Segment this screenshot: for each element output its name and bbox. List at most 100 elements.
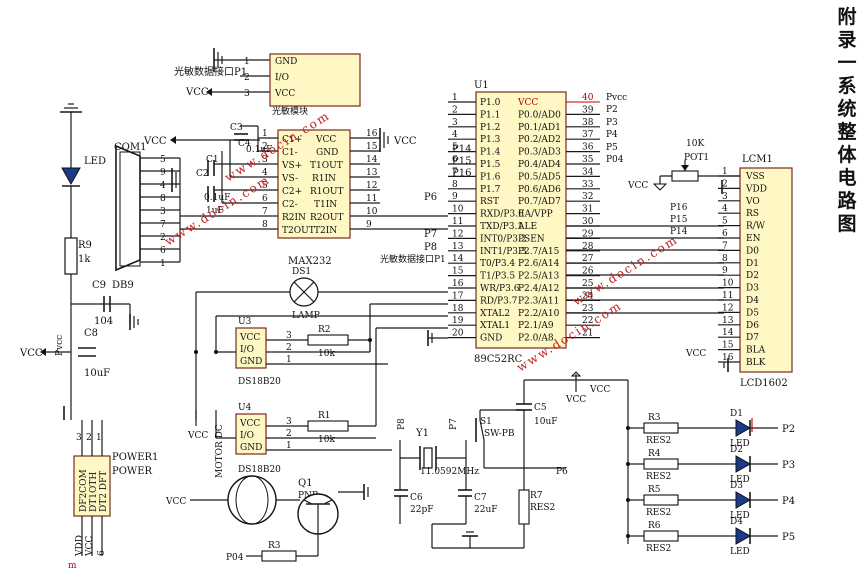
max-vcc: VCC [393,136,417,147]
mcu-lpin-15: 15 [452,267,464,277]
net-p15: P15 [452,156,471,167]
led-d-2: D2 [730,445,743,455]
u3-box [235,327,267,369]
max-rsig-t1out: T1OUT [310,161,343,171]
lcd-pin-13: 13 [722,316,734,326]
mcu-rsig-39: P0.0/AD0 [518,110,561,120]
c9-value: 104 [94,316,113,327]
max-lsig-8: T2OUT [282,226,315,236]
c8-value: 10uF [84,368,110,379]
lcd-pin-1: 1 [722,167,728,177]
appendix-title: 附录一 系统整体电路图 [837,6,857,235]
r2-label: R2 [318,325,331,335]
mcu-lsig-10: RXD/P3.0 [480,210,524,220]
power-bottom-vdd: VDD [75,535,85,557]
mcu-lpin-11: 11 [452,217,463,227]
net-p16: P16 [452,168,471,179]
sensor-u3: U3 VCC I/O GND 3 2 1 DS18B20 R2 10k [194,303,448,387]
mcu-rpin-27: 27 [582,254,594,264]
mcu-lpin-5: 5 [452,143,458,153]
mcu-rsig-30: ALE [517,222,537,232]
lcd-sig-2: VDD [745,184,767,194]
mcu-rsig-21: P2.0/A8 [518,334,554,344]
com1-ref: COM1 [114,142,146,153]
u4-pin-3: 3 [286,417,292,427]
reset-vcc: VCC [565,395,586,405]
u3-sig-gnd: GND [240,357,262,367]
mcu-lsig-2: P1.1 [480,110,500,120]
max-rpin-11: 11 [366,194,377,204]
mcu-rpin-38: 38 [582,118,594,128]
db9-pin-7: 7 [160,220,166,230]
u3-sig-vcc: VCC [239,333,260,343]
lcd-sig-9: D2 [746,271,759,281]
lcd-pin-11: 11 [722,291,733,301]
max-lpin-1: 1 [262,129,268,139]
mcu-box [475,91,567,349]
mcu-rpin-32: 32 [582,192,593,202]
u4-sig-vcc: VCC [239,419,260,429]
lcd-pin-7: 7 [722,241,728,251]
motor-label: MOTOR DC [215,424,225,478]
max-rpin-9: 9 [366,220,372,230]
com1-vcc: VCC [143,136,167,147]
net-p04: P04 [606,155,624,165]
mcu-lpin-16: 16 [452,279,464,289]
u3-pin-2: 2 [286,343,292,353]
optic-sig-vcc: VCC [274,89,295,99]
mcu-lpin-6: 6 [452,155,458,165]
max-lpin-4: 4 [262,168,268,178]
mcu-rpin-30: 30 [582,217,594,227]
db9-pin-1: 1 [160,259,166,269]
q1-ref: Q1 [298,478,313,489]
mcu-rsig-33: P0.6/AD6 [518,185,561,195]
led-r-2: R4 [648,449,661,459]
db9-part: DB9 [112,280,134,291]
optic-port-label: 光敏数据接口P1 [174,65,247,78]
led-r-3: R5 [648,485,661,495]
net-p3: P3 [606,118,618,128]
mcu-rsig-32: P0.7/AD7 [518,197,561,207]
s1-value: SW-PB [484,429,515,439]
db9-pin-8: 8 [160,194,166,204]
mcu-rpin-36: 36 [582,143,594,153]
max-rpin-15: 15 [366,142,378,152]
max232-caps: C3 C4 0.1uF C1 C2 0.1uF 1uF [196,123,272,216]
mcu-rsig-27: P2.6/A14 [518,259,560,269]
max-rsig-r2out: R2OUT [310,213,343,223]
max-lpin-7: 7 [262,207,268,217]
lcd-sig-6: EN [746,234,761,244]
y1-value: 11.0592MHz [420,467,479,477]
lcd-pin-12: 12 [722,303,733,313]
max-rpin-10: 10 [366,207,378,217]
mcu-rpin-23: 23 [582,304,594,314]
max-rpin-14: 14 [366,155,378,165]
max-lsig-1: C1+ [282,135,302,145]
mcu-rsig-31: EA/VPP [518,210,553,220]
lcd-sig-12: D5 [746,308,759,318]
sensor-u4: U4 VCC I/O GND 3 2 1 DS18B20 R1 10k VCC [187,327,448,475]
lcd-sig-15: BLA [746,346,766,356]
r3-motor: R3 [268,541,281,551]
net-p6: P6 [424,192,437,203]
c6-label: C6 [410,493,423,503]
mcu-rsig-38: P0.1/AD1 [518,123,561,133]
mcu-rpin-34: 34 [582,167,594,177]
optic-pin-3: 3 [244,89,250,99]
led-power-indicator: LED R9 1k C9 104 C8 10uF VCC Pvcc [19,103,139,420]
lcd-net-p16: P16 [670,203,688,213]
db9-pin-6: 6 [160,246,166,256]
net-p5: P5 [606,143,618,153]
max232-name: MAX232 [288,256,332,267]
u4-sig-io: I/O [240,431,254,441]
motor-driver: MOTOR DC VCC Q1 PNP P04 R3 [165,424,369,563]
mcu-lsig-19: XTAL1 [480,321,510,331]
mcu-rpin-29: 29 [582,229,594,239]
mcu-rsig-24: P2.3/A11 [518,296,559,306]
max-rpin-13: 13 [366,168,378,178]
c5-value: 10uF [534,417,558,427]
led-d-val-2: LED [730,475,750,485]
max-rsig-vcc: VCC [315,135,336,145]
